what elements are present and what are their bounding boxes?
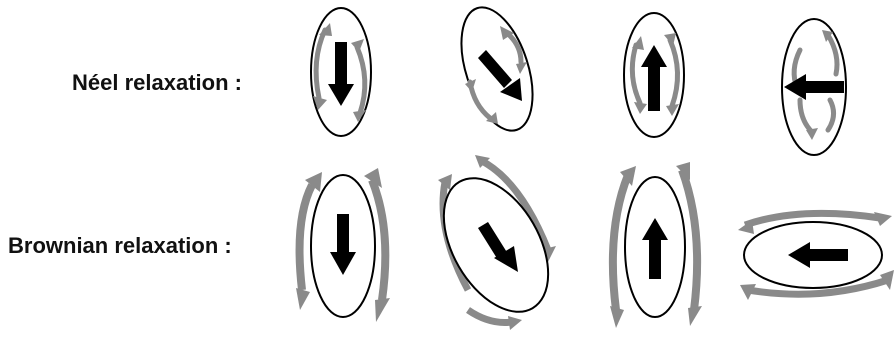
neel-particle-3 xyxy=(624,13,684,137)
brownian-particle-2 xyxy=(422,155,569,330)
brownian-particle-3 xyxy=(610,162,702,328)
brownian-particle-1 xyxy=(296,168,390,322)
neel-particle-1 xyxy=(311,8,371,136)
neel-particle-4 xyxy=(782,19,846,155)
neel-particle-2 xyxy=(448,0,547,139)
brownian-particle-4 xyxy=(738,212,894,300)
